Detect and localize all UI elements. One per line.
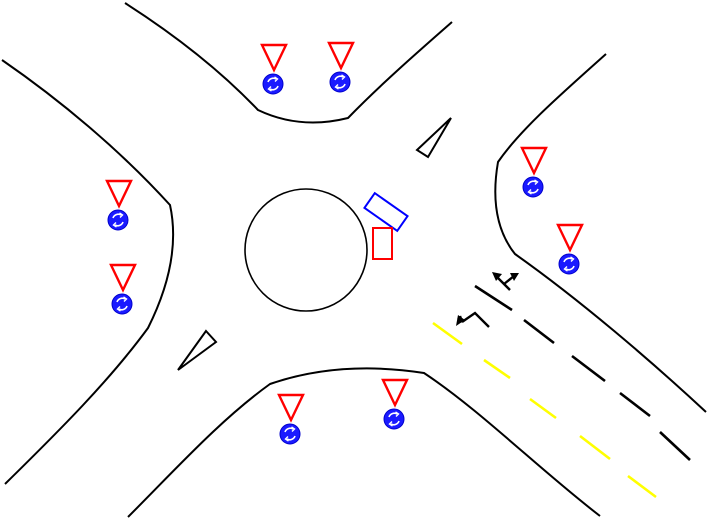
roundabout-icon [329,71,351,93]
center-line-dash [627,474,657,499]
roundabout-icon [522,176,544,198]
lane-divider-dash [571,354,606,383]
sign-pair-west-upper [105,179,133,231]
lane-divider-dash [659,431,691,461]
center-line-dash [579,434,611,461]
lane-divider-dash [474,284,513,312]
roundabout-icon [107,209,129,231]
left-turn-arrow-icon [456,311,490,328]
sign-pair-north-right [327,41,355,93]
lane-dividers [474,284,691,461]
south-road-edge [127,367,601,518]
roundabout-icon [262,73,284,95]
roundabout-icon [111,293,133,315]
center-line-dash [483,358,511,380]
lane-divider-dash [523,318,555,345]
sign-pair-south-right [381,378,409,430]
north-road-edge [124,2,453,124]
roundabout-icon [383,408,405,430]
southwest-splitter-island [177,329,218,371]
yield-icon [260,43,288,72]
double-headed-arrow-icon [492,272,519,291]
center-line-dash [432,321,463,346]
lane-divider-dash [619,391,651,418]
roundabout-icon [558,253,580,275]
yield-icon [556,223,584,252]
sign-pair-south-left [277,393,305,445]
west-road-edge [1,59,175,485]
sign-pair-east-upper [520,146,548,198]
sign-pair-west-lower [109,263,137,315]
yield-icon [105,179,133,208]
sign-pair-north-left [260,43,288,95]
yield-icon [277,393,305,422]
blue-vehicle [363,191,409,233]
red-vehicle [372,227,393,260]
yield-icon [327,41,355,70]
center-line-dash [529,397,557,420]
sign-pair-east-lower [556,223,584,275]
yield-icon [381,378,409,407]
center-line [432,321,657,499]
yield-icon [109,263,137,292]
yield-icon [520,146,548,175]
northeast-splitter-island [415,117,452,159]
central-island [244,188,368,312]
roundabout-icon [279,423,301,445]
east-road-edge-upper [494,53,707,413]
